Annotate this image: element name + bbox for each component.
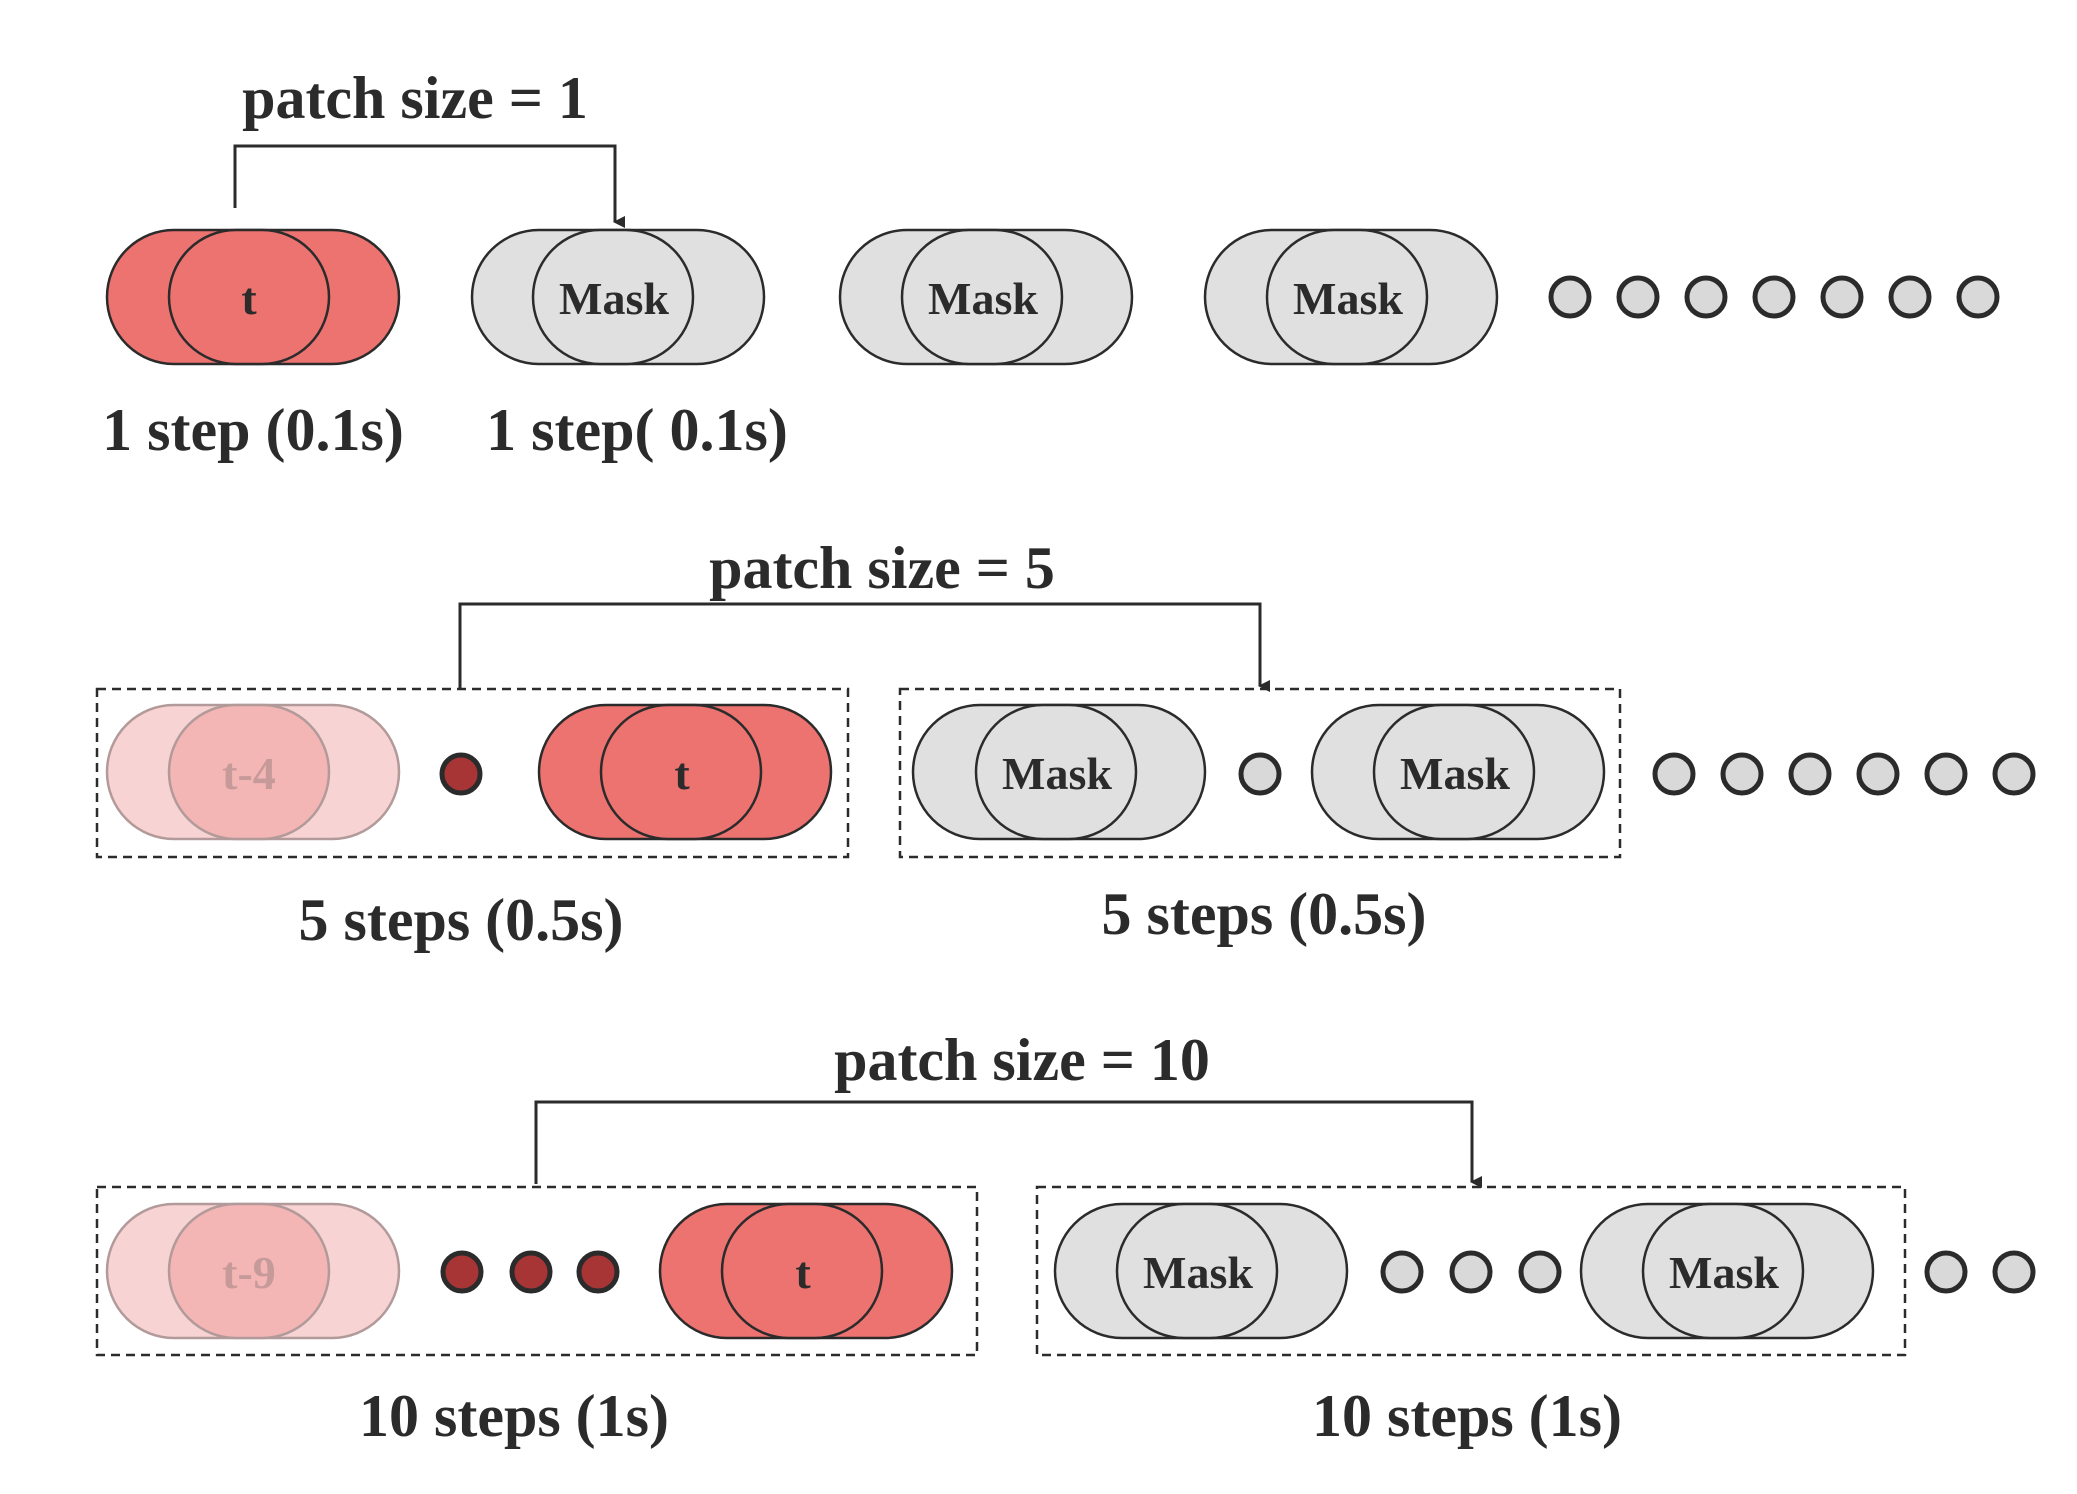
row1-past-label: 1 step (0.1s)	[102, 397, 404, 463]
row-patch-size-5: patch size = 5 t-4 t Mask Mask	[95, 535, 2036, 953]
token-mask-label: Mask	[1400, 748, 1510, 799]
row1-title: patch size = 1	[242, 65, 588, 131]
future-step-dot	[1238, 752, 1282, 796]
token-t-label: t	[674, 748, 690, 799]
row2-title: patch size = 5	[709, 535, 1055, 601]
token-mask-label: Mask	[559, 273, 669, 324]
token-mask-label: Mask	[1143, 1247, 1253, 1298]
token-mask: Mask	[1203, 228, 1499, 366]
row3-past-window	[95, 1185, 979, 1357]
future-step-dots	[1380, 1250, 1562, 1294]
ellipsis-dots	[1924, 1250, 2036, 1294]
row3-future-window	[1035, 1185, 1907, 1357]
token-mask-label: Mask	[1669, 1247, 1779, 1298]
token-t: t	[658, 1202, 954, 1340]
past-step-dot	[439, 752, 483, 796]
token-t-9-label: t-9	[222, 1247, 276, 1298]
row1-future-label: 1 step( 0.1s)	[486, 397, 788, 463]
row2-future-window	[898, 687, 1622, 859]
row2-bracket-arrow	[458, 602, 1270, 692]
row-patch-size-1: patch size = 1 t Mask Mask Mask	[102, 65, 2000, 463]
row1-bracket-arrow	[233, 144, 625, 228]
token-mask: Mask	[911, 703, 1207, 841]
token-mask: Mask	[838, 228, 1134, 366]
token-t-9: t-9	[105, 1202, 401, 1340]
token-t: t	[105, 228, 401, 366]
token-t-label: t	[795, 1247, 811, 1298]
token-mask: Mask	[1053, 1202, 1349, 1340]
token-t-label: t	[241, 273, 257, 324]
row3-past-label: 10 steps (1s)	[359, 1383, 669, 1449]
token-mask-label: Mask	[1002, 748, 1112, 799]
token-mask: Mask	[1579, 1202, 1875, 1340]
ellipsis-dots	[1652, 752, 2036, 796]
token-t-4: t-4	[105, 703, 401, 841]
row3-bracket-arrow	[534, 1100, 1482, 1188]
row-patch-size-10: patch size = 10 t-9 t Mask	[95, 1027, 2036, 1449]
token-t: t	[537, 703, 833, 841]
row2-future-label: 5 steps (0.5s)	[1102, 881, 1427, 947]
row3-title: patch size = 10	[834, 1027, 1210, 1093]
past-step-dots	[440, 1250, 620, 1294]
token-mask: Mask	[470, 228, 766, 366]
token-mask: Mask	[1310, 703, 1606, 841]
row2-past-label: 5 steps (0.5s)	[299, 887, 624, 953]
token-t-4-label: t-4	[222, 748, 276, 799]
token-mask-label: Mask	[1293, 273, 1403, 324]
token-mask-label: Mask	[928, 273, 1038, 324]
ellipsis-dots	[1548, 275, 2000, 319]
row2-past-window	[95, 687, 850, 859]
row3-future-label: 10 steps (1s)	[1312, 1383, 1622, 1449]
